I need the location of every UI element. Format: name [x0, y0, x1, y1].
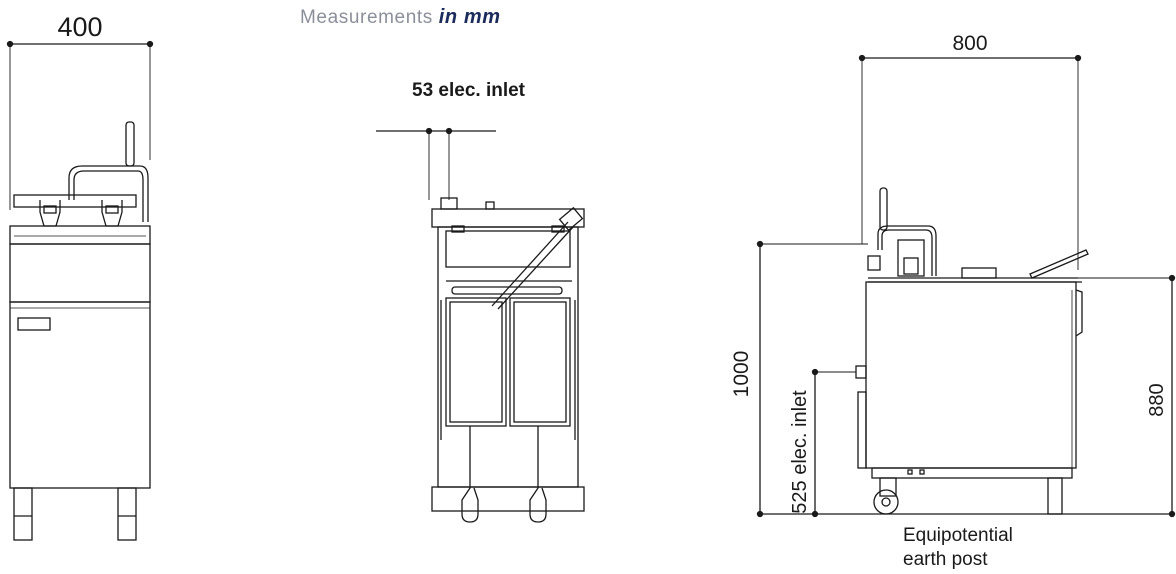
- earth-post-label: Equipotential earth post: [903, 524, 1013, 572]
- earth-post-line2: earth post: [903, 549, 988, 570]
- height-label: 1000: [730, 351, 753, 398]
- inlet-view: [376, 127, 585, 523]
- inlet-height-label: 525 elec. inlet: [789, 390, 811, 514]
- front-width-label: 400: [57, 12, 102, 42]
- work-height-label: 880: [1146, 383, 1168, 416]
- units-note-prefix: Measurements: [300, 7, 433, 28]
- units-note-unit: in mm: [438, 6, 501, 28]
- earth-post-line1: Equipotential: [903, 525, 1013, 546]
- inlet-dimension-label: 53 elec. inlet: [412, 80, 526, 101]
- units-note: Measurements in mm: [300, 6, 501, 29]
- front-view: [6, 40, 154, 541]
- side-view: [756, 54, 1176, 518]
- depth-label: 800: [952, 32, 987, 55]
